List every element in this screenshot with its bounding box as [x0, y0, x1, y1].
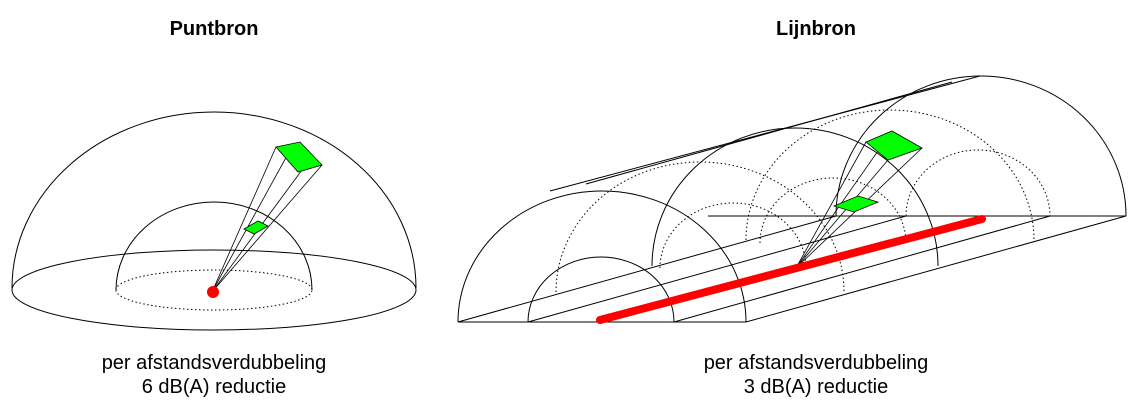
line-cone-edge-3 — [795, 159, 889, 269]
cone-edge-1 — [211, 146, 277, 293]
mid-small-dotted-1 — [659, 202, 807, 269]
point-source-dot — [207, 286, 219, 298]
front-large-semicircle — [457, 190, 747, 323]
front-small-semicircle — [527, 256, 675, 323]
line-source-title: Lijnbron — [776, 18, 856, 40]
back-small-dotted — [905, 149, 1051, 217]
mid-small-dotted-2 — [759, 177, 907, 244]
line-source-diagram — [457, 75, 1127, 324]
outer-surface-patch — [275, 141, 323, 173]
mid-large-dotted-1 — [555, 161, 845, 293]
inner-surface-patch — [243, 220, 269, 235]
base-line-3 — [673, 215, 1051, 323]
tunnel-top-edge-1 — [549, 75, 981, 192]
point-source-title: Puntbron — [169, 18, 259, 40]
line-caption-line-2: 3 dB(A) reductie — [743, 376, 889, 398]
outer-base-ellipse — [11, 249, 417, 331]
base-right-edge — [745, 215, 1127, 323]
point-source-caption: per afstandsverdubbeling 6 dB(A) reducti… — [64, 351, 364, 399]
back-large-semicircle — [835, 75, 1127, 217]
line-caption-line-1: per afstandsverdubbeling — [703, 352, 929, 374]
line-source-bar — [596, 215, 986, 324]
line-cone-edge-2 — [795, 130, 893, 269]
cone-edge-4 — [211, 164, 323, 293]
middle-large-semicircle — [651, 127, 939, 267]
cone-edge-2 — [211, 142, 295, 293]
inner-hemisphere — [115, 201, 313, 291]
tunnel-top-edge-2 — [585, 81, 953, 185]
outer-hemisphere — [11, 111, 417, 289]
line-inner-patch — [832, 195, 880, 213]
point-caption-line-1: per afstandsverdubbeling — [101, 352, 327, 374]
base-line-1 — [457, 215, 837, 323]
base-line-2 — [527, 215, 907, 323]
line-cone-edge-1 — [795, 141, 867, 269]
point-caption-line-2: 6 dB(A) reductie — [141, 376, 287, 398]
line-outer-patch — [865, 130, 923, 161]
line-source-caption: per afstandsverdubbeling 3 dB(A) reducti… — [666, 351, 966, 399]
point-source-diagram — [11, 111, 417, 331]
